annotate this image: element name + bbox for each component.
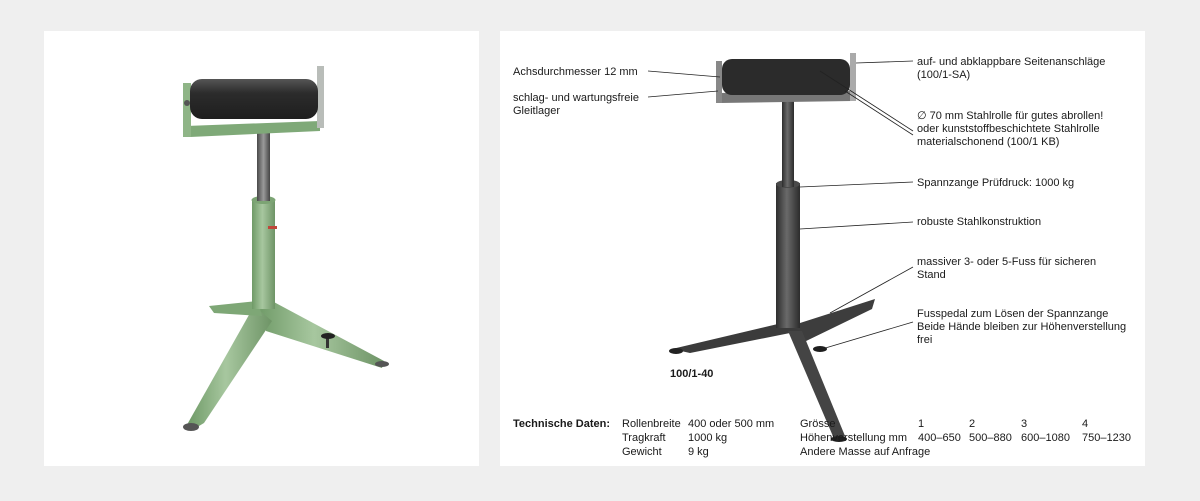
annotation-pedal-line1: Fusspedal zum Lösen der Spannzange [917,308,1109,320]
stand-leg-back [209,301,262,316]
annotation-foot-line2: Stand [917,269,946,281]
size-label: Grösse [800,418,836,430]
annotation-pedal-line3: frei [917,334,933,346]
annotation-roller-line1: ∅ 70 mm Stahlrolle für gutes abrollen! [917,110,1104,122]
size-4: 4 [1082,418,1089,430]
roller-bracket [186,121,320,137]
height-label: Höhenverstellung mm [800,432,907,444]
sketch-foot-pedal [813,346,827,352]
foot-pedal [321,333,335,339]
stand-leg-right [257,301,384,368]
size-note: Andere Masse auf Anfrage [800,446,931,458]
sketch-roller [722,59,850,95]
height-4: 750–1230 [1082,432,1131,444]
sketch-leg-right [782,299,875,343]
annotated-stand-sketch [647,53,914,442]
sketch-outer-tube [776,183,800,328]
size-1: 1 [918,418,925,430]
tech-label-width: Rollenbreite [622,418,681,430]
stand-leg-front [188,306,272,429]
tech-label-weight: Gewicht [622,446,662,458]
annotation-collet: Spannzange Prüfdruck: 1000 kg [917,177,1075,189]
annotation-bearing-line2: Gleitlager [513,105,561,117]
tech-label-capacity: Tragkraft [622,432,666,444]
annotation-axle-diameter: Achsdurchmesser 12 mm [513,66,638,78]
annotation-construction: robuste Stahlkonstruktion [917,216,1042,228]
model-number: 100/1-40 [670,368,714,380]
annotation-bearing-line1: schlag- und wartungsfreie [513,92,639,104]
tech-value-weight: 9 kg [688,446,709,458]
sketch-leg-left [672,323,800,353]
tech-value-width: 400 oder 500 mm [688,418,775,430]
annotation-roller-line3: materialschonend (100/1 KB) [917,136,1060,148]
size-2: 2 [969,418,976,430]
size-3: 3 [1021,418,1028,430]
height-2: 500–880 [969,432,1012,444]
annotation-pedal-line2: Beide Hände bleiben zur Höhenverstellung [917,321,1127,333]
annotation-foot-line1: massiver 3- oder 5-Fuss für sicheren [917,256,1097,268]
inner-pole [257,129,270,201]
roller-stand-photo [183,66,389,431]
height-3: 600–1080 [1021,432,1070,444]
steel-roller [190,79,318,119]
sketch-leg-front [788,331,845,441]
outer-tube [252,199,275,309]
tech-data-title: Technische Daten: [513,418,610,430]
sketch-inner-pole [782,99,794,187]
annotation-side-stops-line2: (100/1-SA) [917,69,971,81]
photo-panel [44,31,479,466]
tech-value-capacity: 1000 kg [688,432,728,444]
height-1: 400–650 [918,432,961,444]
annotation-side-stops-line1: auf- und abklappbare Seitenanschläge [917,56,1106,68]
annotation-roller-line2: oder kunststoffbeschichtete Stahlrolle [917,123,1100,135]
spec-sheet-panel: Achsdurchmesser 12 mm schlag- und wartun… [500,31,1145,466]
